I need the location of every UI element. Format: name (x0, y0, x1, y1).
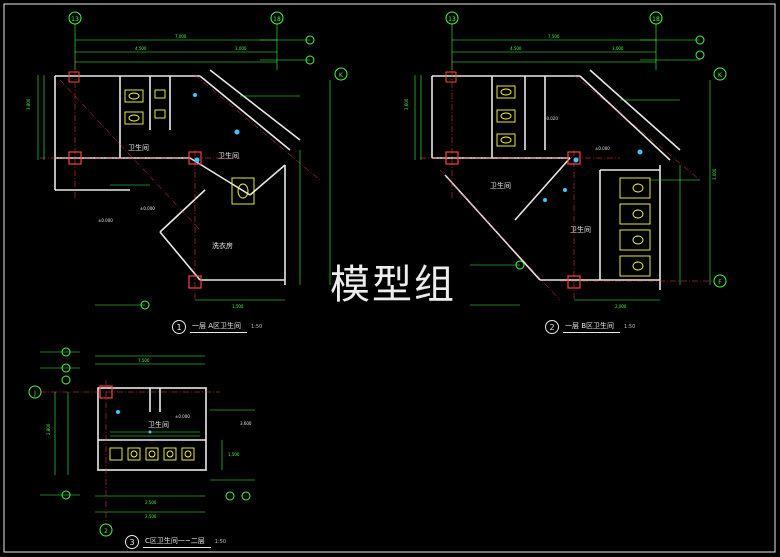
dimension-text: 3,000 (235, 46, 247, 51)
drawing-number: 2 (545, 320, 559, 334)
axis-label: 13 (448, 16, 456, 23)
dimension-text: 2,500 (145, 500, 157, 505)
axis-label: 18 (652, 16, 660, 23)
dimension-text: 7,000 (175, 34, 187, 39)
dimension-text: 1,500 (232, 304, 244, 309)
dimension-text: 3,000 (612, 46, 624, 51)
dimension-text: 3,800 (26, 98, 31, 110)
elevation-text: 3.600 (240, 421, 252, 426)
axis-label: 2 (104, 528, 108, 535)
elevation-text: ±0.000 (595, 146, 610, 151)
plan-2: 13 18 K F 7,500 4,500 3,000 3,600 (404, 11, 727, 309)
dimension-text: 7,500 (138, 358, 150, 363)
axis-label: 13 (71, 16, 79, 23)
drawing-name: 一层 A区卫生间 (190, 321, 248, 333)
axis-label: K (718, 72, 723, 79)
axis-bubble-K (334, 67, 348, 81)
axis-label: J (33, 390, 36, 397)
axis-label: 18 (273, 16, 281, 23)
watermark: 模型组 (330, 262, 456, 308)
drawing-name: C区卫生间一~二层 (143, 536, 211, 548)
room-label: 卫生间 (148, 420, 169, 429)
drawing-title-1: 1 一层 A区卫生间 1:50 (172, 320, 262, 334)
drawing-title-3: 3 C区卫生间一~二层 1:50 (125, 535, 226, 549)
axis-label: F (718, 279, 722, 286)
dimension-text: 2,500 (145, 514, 157, 519)
elevation-text: ±0.000 (98, 218, 113, 223)
elevation-text: -0.020 (545, 116, 558, 121)
drawing-scale: 1:50 (214, 539, 226, 545)
dimension-text: 3,000 (712, 168, 717, 180)
axis-bubble-F (713, 274, 727, 288)
plan-1: 13 18 K 4,500 3,000 7,000 3,800 (26, 11, 348, 310)
axis-label: K (339, 72, 344, 79)
drawing-scale: 1:50 (251, 324, 263, 330)
room-label: 卫生间 (570, 225, 591, 234)
drawing-name: 一层 B区卫生间 (563, 321, 621, 333)
axis-bubble-K (713, 67, 727, 81)
elevation-text: ±0.000 (175, 414, 190, 419)
room-label: 洗衣房 (212, 241, 233, 250)
room-label: 卫生间 (218, 151, 239, 160)
room-label: 卫生间 (490, 181, 511, 190)
dimension-text: 4,500 (510, 46, 522, 51)
plan-3: J 2 7,500 2,500 2,800 (28, 347, 255, 537)
sheet-border (3, 3, 776, 553)
dimension-text: 4,500 (135, 46, 147, 51)
dimension-text: 2,800 (46, 423, 51, 435)
dimension-text: 1,500 (228, 452, 240, 457)
drawing-number: 3 (125, 535, 139, 549)
dimension-text: 7,500 (548, 34, 560, 39)
drawing-title-2: 2 一层 B区卫生间 1:50 (545, 320, 635, 334)
drawing-scale: 1:50 (624, 324, 636, 330)
elevation-text: ±0.000 (140, 206, 155, 211)
dimension-text: 2,000 (615, 304, 627, 309)
drawing-number: 1 (172, 320, 186, 334)
dimension-text: 3,600 (404, 98, 409, 110)
room-label: 卫生间 (128, 143, 149, 152)
